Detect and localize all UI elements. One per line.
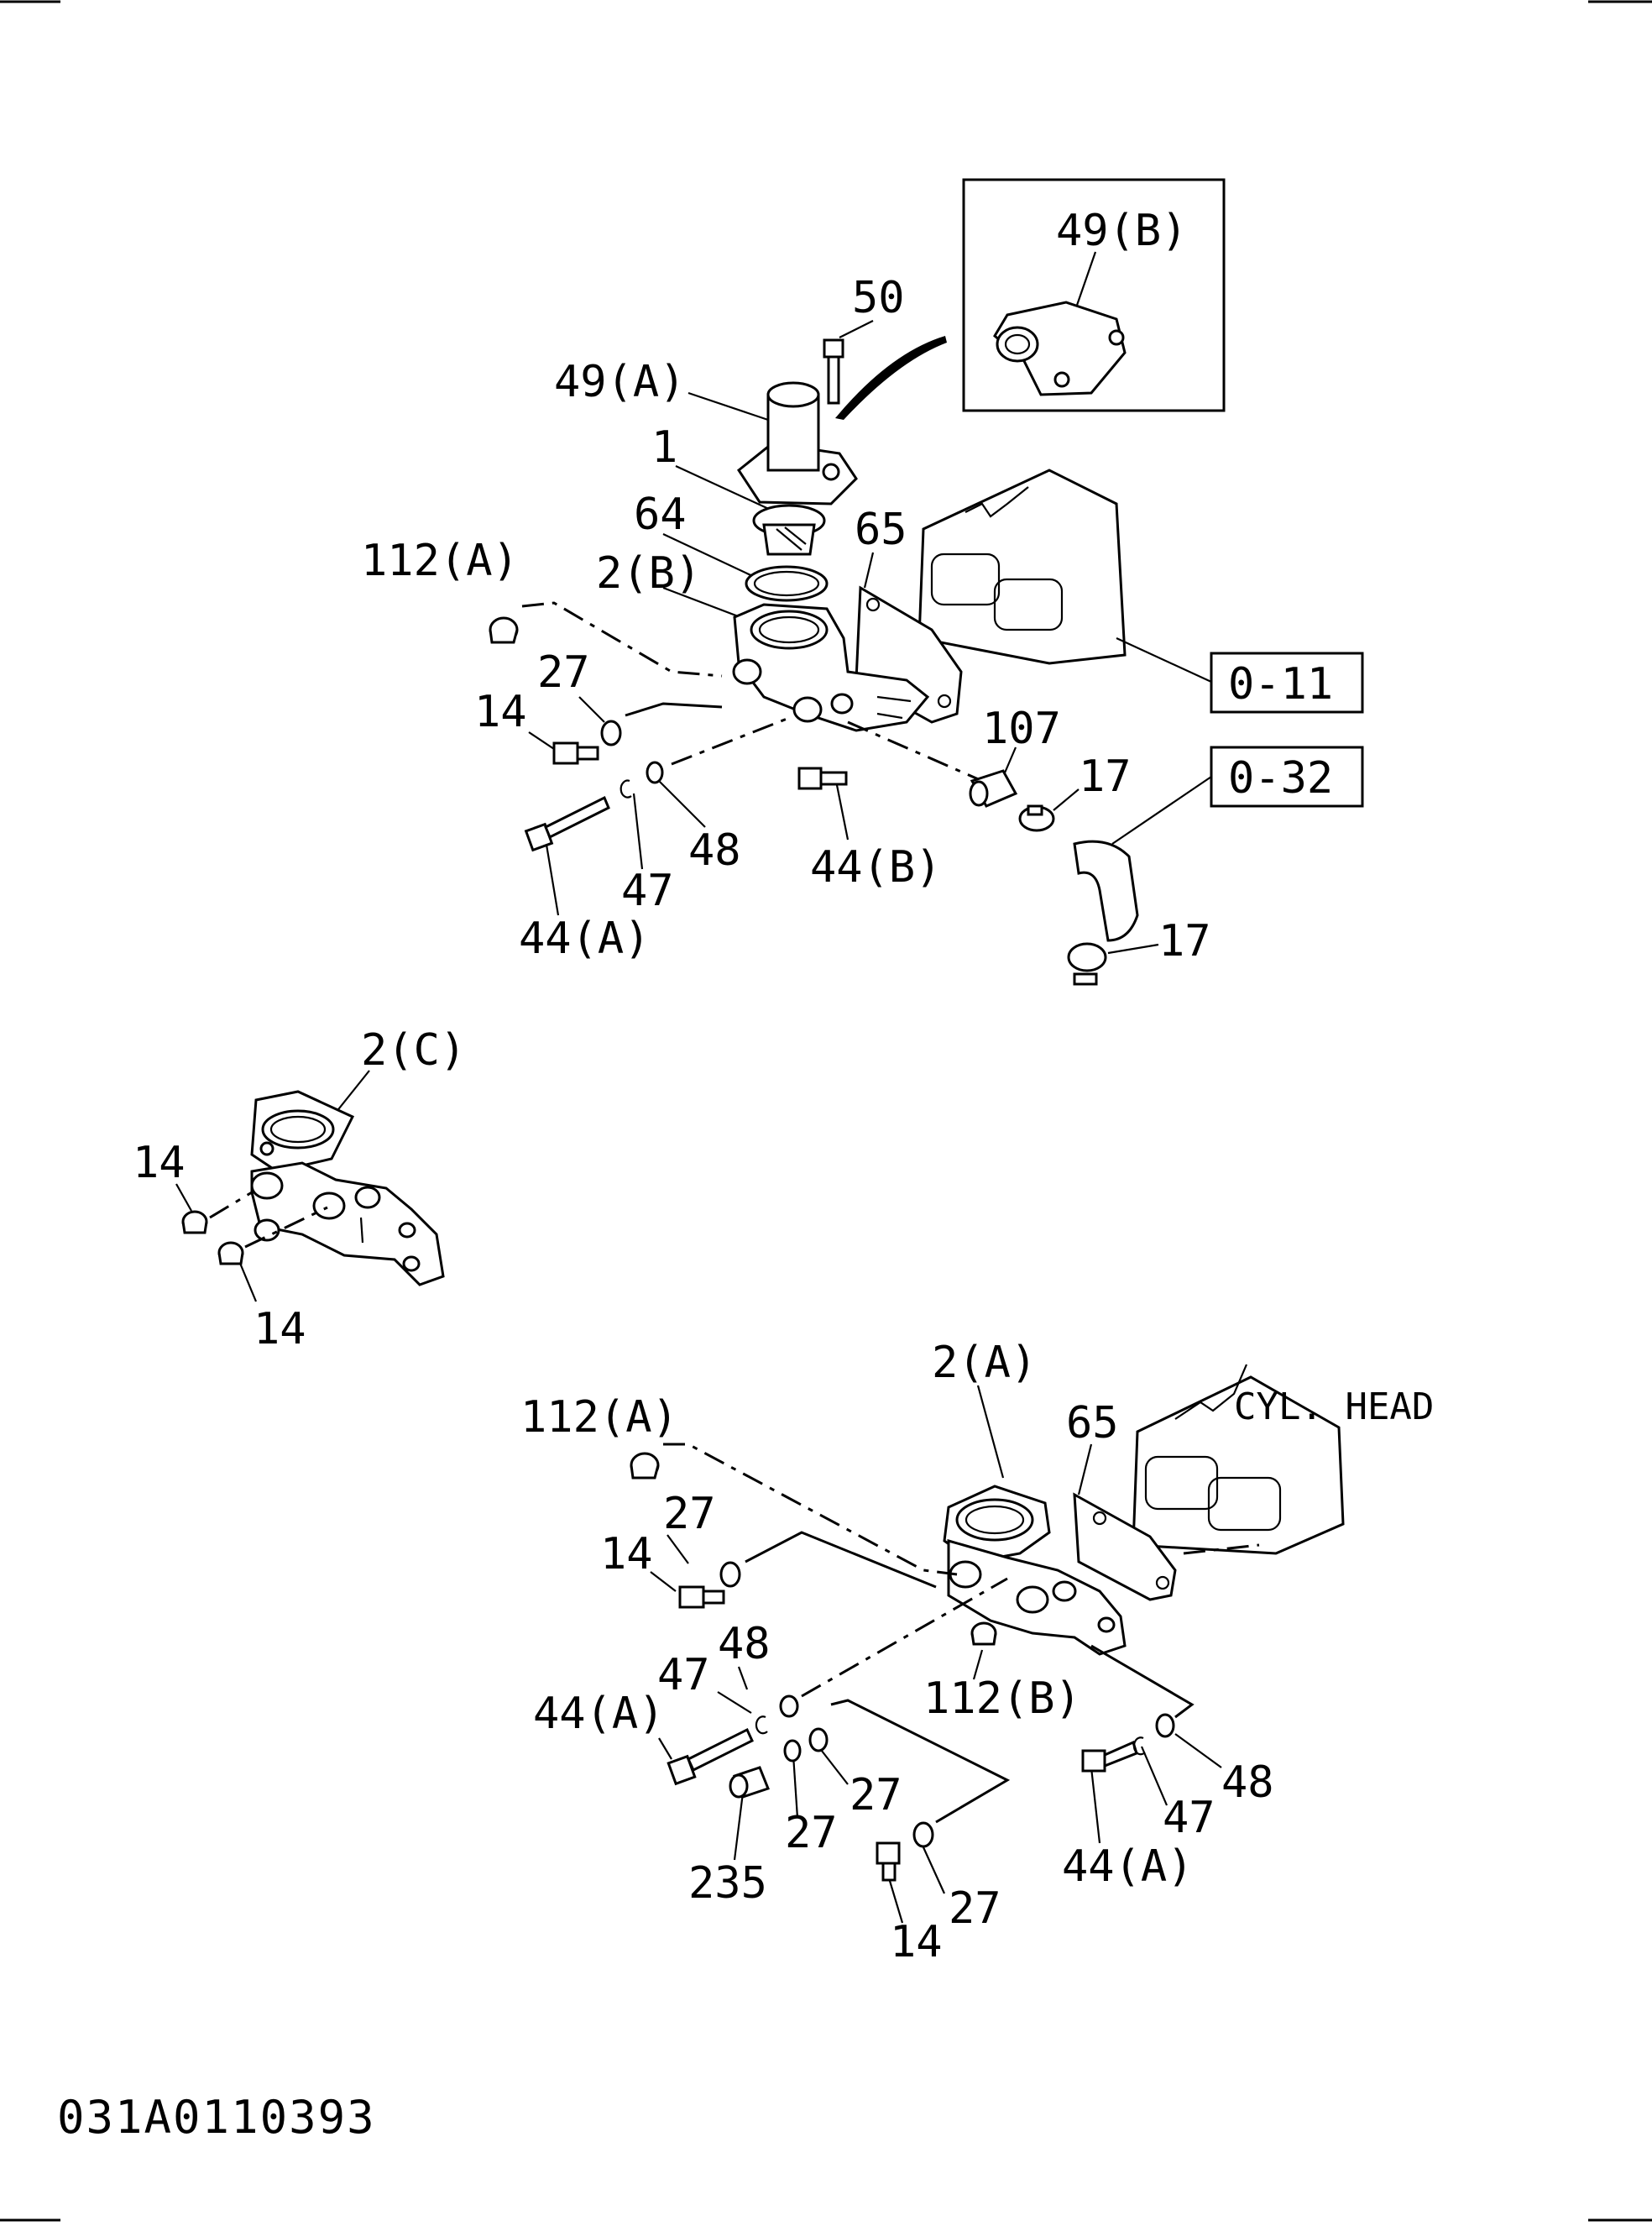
thermostat-housing-icon: [732, 603, 930, 732]
label-44a: 44(A): [519, 914, 651, 964]
bolt-icon: [823, 338, 844, 405]
label-17: 17: [1079, 752, 1132, 802]
washer-icon: [600, 720, 622, 746]
label-47-a: 47: [657, 1650, 710, 1700]
label-27-c: 27: [785, 1808, 838, 1858]
label-27-a: 27: [663, 1489, 716, 1539]
svg-text:0-11: 0-11: [1228, 659, 1333, 710]
washer-icon: [1132, 1713, 1175, 1756]
washer-icon: [783, 1727, 829, 1762]
drawing-code: 031A0110393: [57, 2091, 376, 2144]
bolt-icon: [797, 767, 848, 790]
label-14-bottom: 14: [254, 1304, 306, 1354]
label-27-b: 27: [850, 1770, 902, 1820]
label-27: 27: [537, 647, 590, 698]
label-48-a: 48: [718, 1619, 771, 1669]
bolt-icon: [678, 1585, 725, 1609]
plug-icon: [729, 1766, 770, 1799]
ref-0-11: 0-11: [1210, 652, 1364, 714]
bottom-assembly: 2(A) 65 112(A) 27 14 48 47 44(A) 112(B) …: [520, 1338, 1434, 1967]
plug-icon: [181, 1210, 208, 1234]
top-assembly: 50 49(A) 1 64 65 112(A) 2(B) 27 14 107 1…: [361, 273, 1364, 986]
label-44a-b: 44(A): [1062, 1841, 1194, 1892]
thermostat-icon: [752, 504, 826, 556]
label-2a: 2(A): [932, 1338, 1037, 1388]
middle-assembly: 2(C) 14 14: [133, 1025, 466, 1354]
label-17b: 17: [1158, 916, 1211, 966]
label-1: 1: [651, 422, 677, 473]
plug-icon: [489, 616, 519, 644]
bolt-icon: [524, 795, 610, 852]
label-65: 65: [1066, 1398, 1119, 1448]
label-49b: 49(B): [1056, 206, 1188, 256]
label-48: 48: [688, 825, 741, 876]
label-112a: 112(A): [361, 536, 519, 586]
plug-icon: [630, 1452, 660, 1480]
label-48-b: 48: [1221, 1757, 1274, 1808]
label-112a: 112(A): [520, 1392, 678, 1443]
bolt-icon: [1081, 1740, 1138, 1773]
ref-0-32: 0-32: [1210, 746, 1364, 808]
inset-49b: 49(B): [962, 178, 1226, 412]
label-64: 64: [634, 490, 687, 540]
thermostat-housing-icon: [250, 1090, 445, 1286]
svg-text:0-32: 0-32: [1228, 753, 1333, 804]
hose-clamp-icon: [1067, 942, 1107, 986]
label-2b: 2(B): [596, 548, 701, 599]
gasket-icon: [745, 565, 829, 602]
plug-icon: [969, 769, 1018, 808]
label-65: 65: [855, 505, 907, 555]
thermostat-housing-icon: [993, 301, 1127, 396]
label-47-b: 47: [1163, 1793, 1215, 1843]
label-44a-a: 44(A): [533, 1689, 665, 1739]
label-14-top: 14: [133, 1138, 186, 1188]
thermostat-housing-icon: [943, 1485, 1127, 1656]
bolt-icon: [552, 741, 599, 765]
label-14: 14: [474, 687, 527, 737]
thermostat-housing-icon: [736, 381, 858, 505]
cyl-head-note: CYL. HEAD: [1234, 1385, 1434, 1428]
label-47: 47: [621, 866, 674, 916]
hose-clamp-icon: [1018, 804, 1055, 832]
washer-icon: [620, 761, 664, 799]
label-14-b: 14: [890, 1917, 943, 1967]
label-44b: 44(B): [810, 842, 942, 893]
hose-icon: [1073, 840, 1139, 942]
label-49a: 49(A): [554, 357, 686, 407]
inset-pointer: [835, 336, 947, 420]
label-27-d: 27: [949, 1883, 1001, 1934]
washer-icon: [912, 1821, 934, 1848]
label-50: 50: [852, 273, 905, 323]
plug-icon: [970, 1621, 997, 1646]
label-235: 235: [688, 1858, 767, 1909]
label-112b: 112(B): [923, 1673, 1081, 1724]
washer-icon: [719, 1561, 741, 1588]
label-2c: 2(C): [361, 1025, 466, 1076]
cylinder-head-icon: [917, 469, 1127, 665]
label-14-a: 14: [600, 1529, 653, 1579]
bolt-icon: [667, 1727, 754, 1786]
label-107: 107: [982, 704, 1061, 754]
plug-icon: [217, 1241, 244, 1265]
gasket-icon: [1073, 1492, 1177, 1601]
washer-icon: [755, 1694, 799, 1735]
bolt-icon: [876, 1841, 901, 1882]
